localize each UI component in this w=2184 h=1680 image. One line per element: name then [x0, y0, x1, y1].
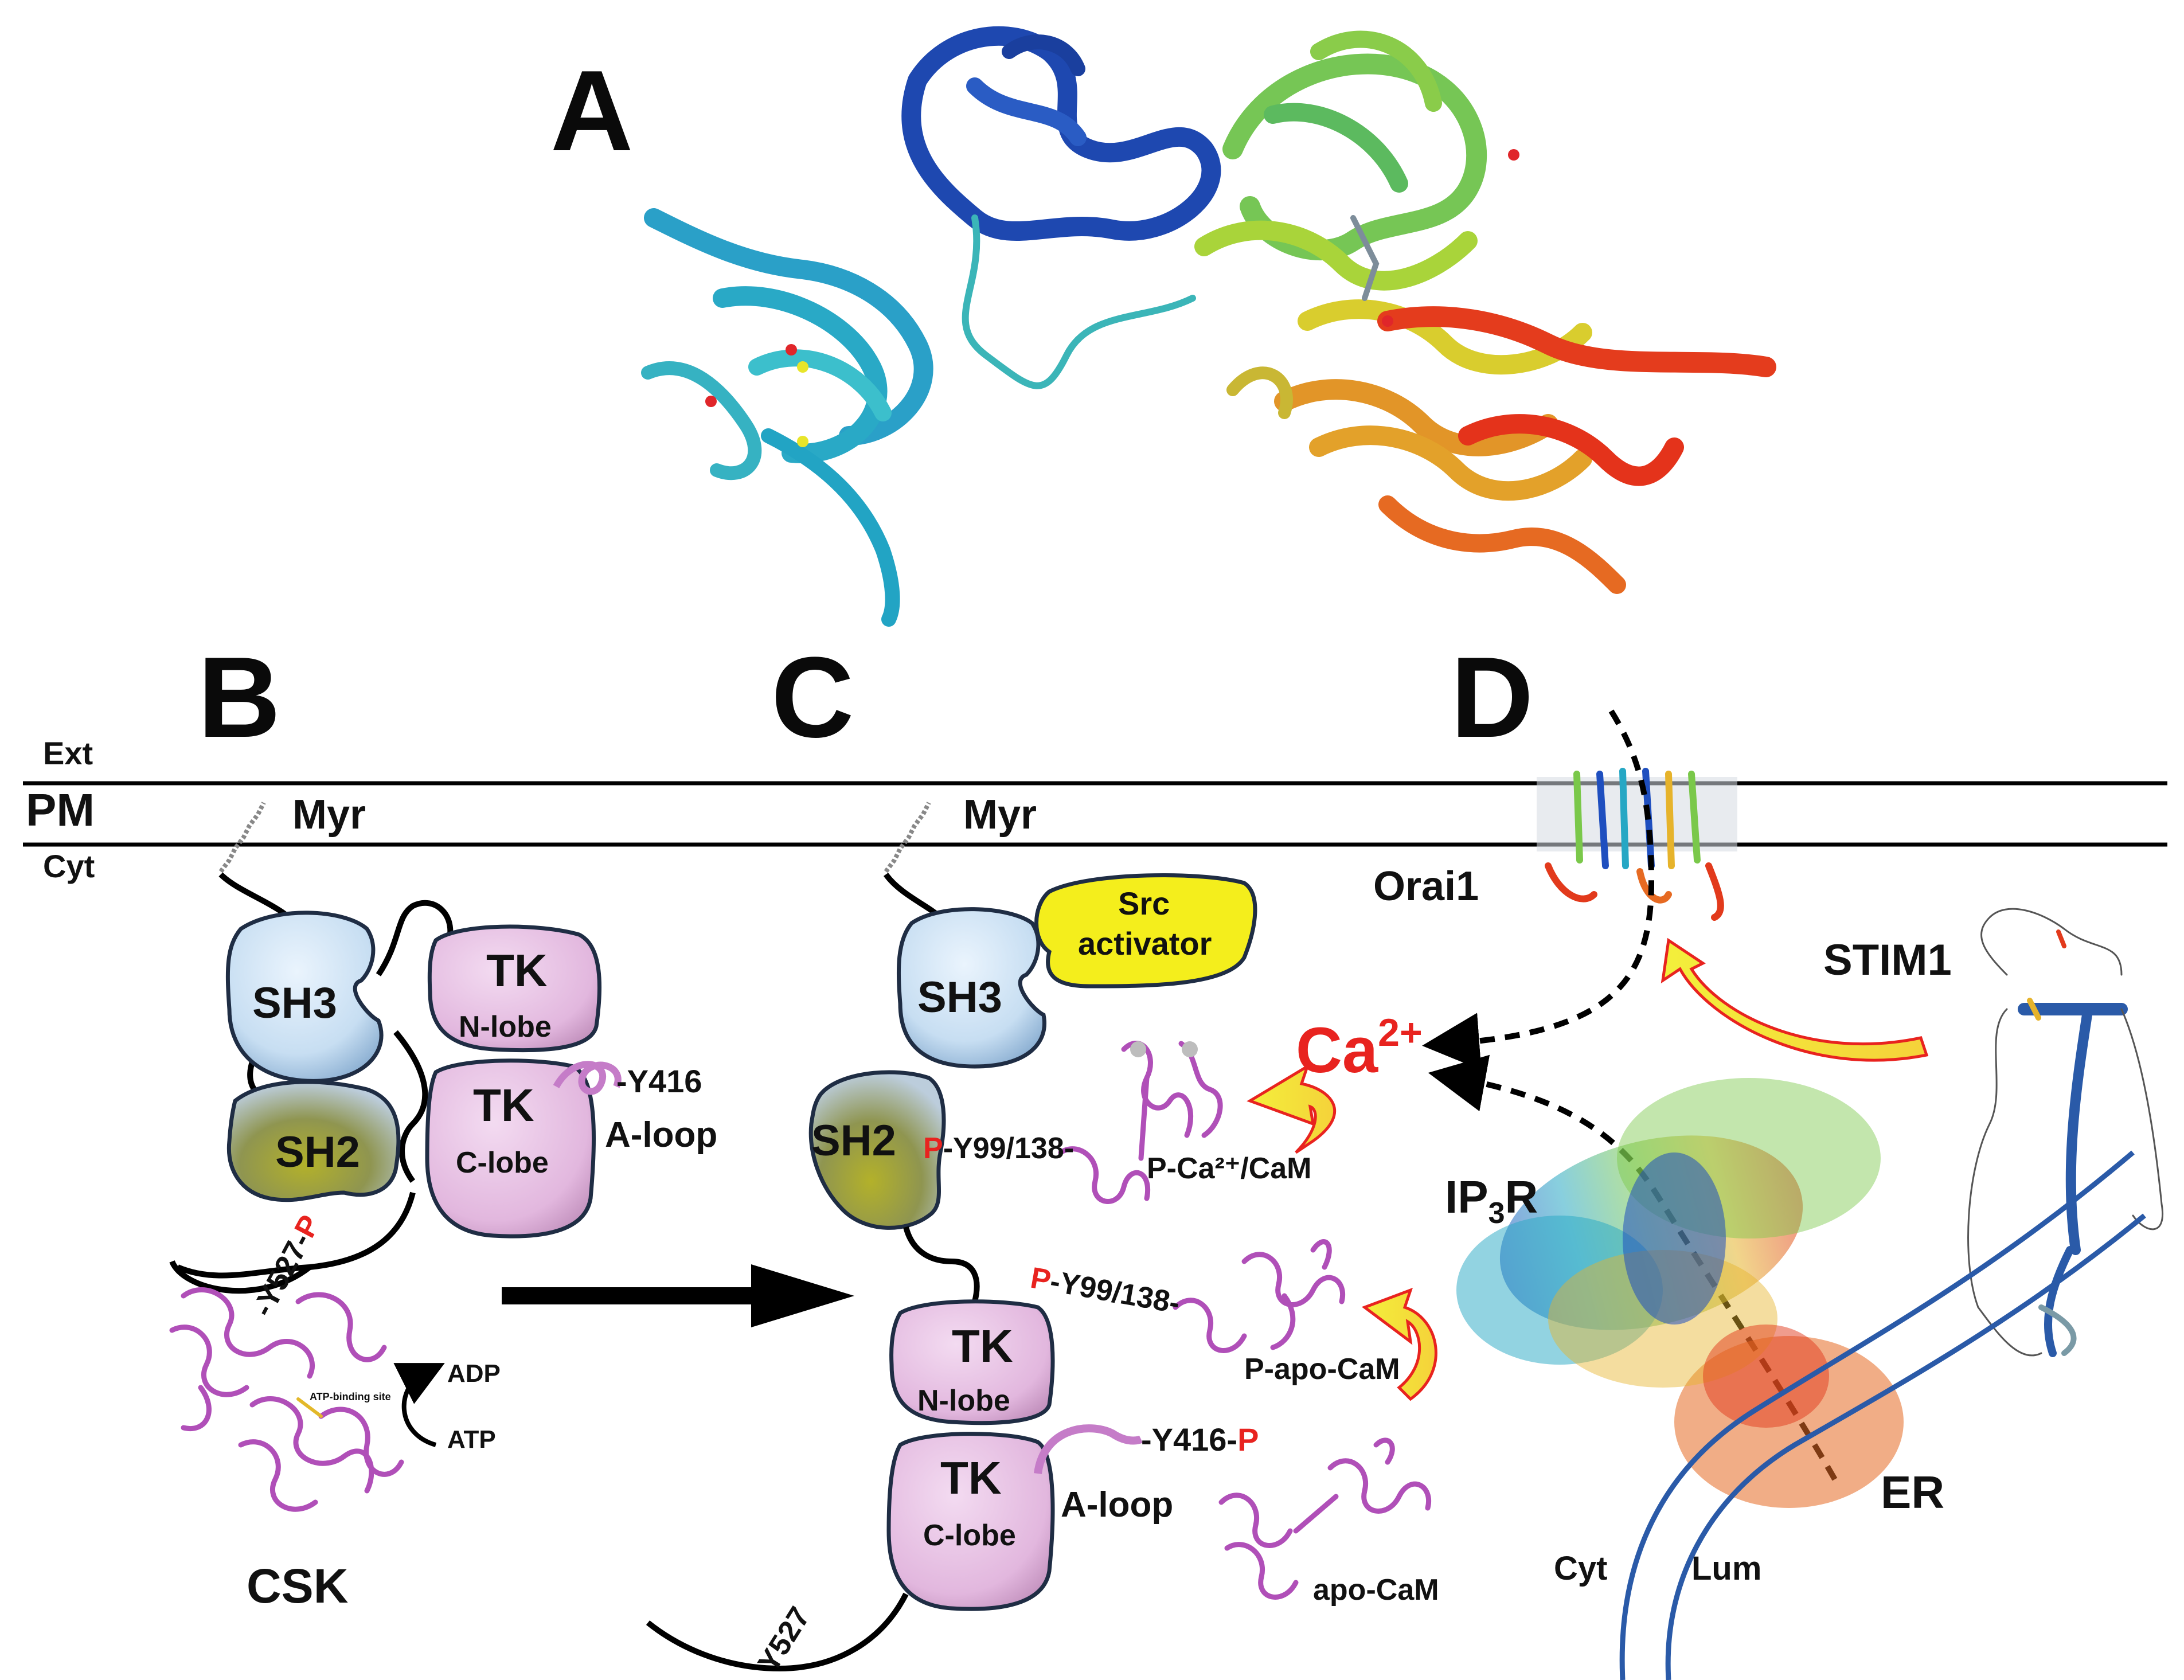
stim1-activation-arrow — [1661, 937, 1929, 1062]
stim1-structure — [1967, 908, 2163, 1357]
lum-label-d: Lum — [1691, 1550, 1761, 1587]
y99-label-2: P-Y99/138- — [1028, 1261, 1182, 1320]
atp-label: ATP — [447, 1425, 496, 1454]
ip3r-label: IP3R — [1445, 1171, 1538, 1230]
tk-c-sub-c: C-lobe — [923, 1519, 1016, 1552]
calcium-label: Ca2+ — [1296, 1011, 1423, 1086]
orai1-channel — [1537, 768, 1737, 921]
cyt-label-d: Cyt — [1554, 1550, 1607, 1587]
orai1-ca-influx-path — [1422, 709, 1655, 1070]
er-label: ER — [1881, 1467, 1944, 1518]
atp-site-label: ATP-binding site — [310, 1391, 391, 1402]
aloop-label-c: A-loop — [1061, 1485, 1173, 1525]
tk-n-sub-c: N-lobe — [917, 1384, 1010, 1417]
tk-c-lobe-c — [886, 1432, 1055, 1611]
aloop-label-b: A-loop — [605, 1115, 717, 1155]
n-terminal-linker-c — [883, 872, 943, 920]
p-ca-cam-label: P-Ca²⁺/CaM — [1147, 1152, 1311, 1185]
myr-label-c: Myr — [963, 792, 1037, 838]
src-activator-label-2: activator — [1078, 925, 1212, 962]
sh2-domain-c — [808, 1070, 946, 1230]
sh3-domain-b — [225, 911, 384, 1083]
tk-n-lobe-b — [427, 924, 602, 1053]
panel-label-c: C — [771, 634, 854, 761]
cyt-label: Cyt — [43, 848, 95, 884]
tk-n-sub-b: N-lobe — [459, 1010, 552, 1044]
tk-c-label-c: TK — [940, 1452, 1002, 1503]
phosphorylation-arrow-2 — [1361, 1287, 1437, 1401]
tk-n-label-b: TK — [486, 945, 548, 996]
apo-cam-label: apo-CaM — [1313, 1573, 1439, 1607]
activation-arrow — [502, 1264, 854, 1327]
p-ca-cam-structure — [1058, 1041, 1223, 1204]
a-loop-extended-c — [1034, 1424, 1143, 1475]
sh3-label-c: SH3 — [917, 973, 1002, 1022]
panel-label-b: B — [198, 634, 280, 761]
sh3-label-b: SH3 — [252, 979, 337, 1027]
myristoyl-chain-c — [884, 802, 931, 873]
csk-structure — [169, 1287, 404, 1512]
tk-c-lobe-b — [425, 1058, 596, 1238]
src-activator — [1034, 873, 1257, 989]
er-membrane-outer — [1619, 1150, 2135, 1680]
ip3r-structure — [1456, 1078, 1904, 1508]
atp-adp-arrow — [393, 1363, 445, 1447]
tk-n-label-c: TK — [952, 1320, 1013, 1372]
c-terminal-tail-b-curl — [169, 1260, 312, 1294]
sh2-label-c: SH2 — [811, 1116, 896, 1165]
ext-label: Ext — [43, 735, 93, 771]
myristoyl-chain-b — [218, 802, 266, 873]
sh2-kinase-linker-c — [903, 1226, 980, 1303]
sh2-label-b: SH2 — [275, 1128, 360, 1177]
panel-label-d: D — [1451, 634, 1533, 761]
sh2-domain-b — [226, 1080, 401, 1202]
adp-label: ADP — [447, 1359, 501, 1388]
y416-label-c: -Y416-P — [1141, 1421, 1259, 1458]
pm-label: PM — [26, 784, 95, 835]
panel-label-a: A — [550, 47, 633, 175]
p-apo-cam-label: P-apo-CaM — [1244, 1353, 1400, 1386]
plasma-membrane — [23, 781, 2167, 847]
stim1-label: STIM1 — [1823, 936, 1952, 984]
src-activator-label-1: Src — [1118, 885, 1170, 921]
er-membrane-inner — [1665, 1213, 2146, 1680]
orai1-label: Orai1 — [1373, 864, 1479, 909]
phosphorylation-arrow-1 — [1247, 1063, 1336, 1154]
a-loop-coil-b — [553, 1061, 622, 1095]
src-crystal-structure — [641, 26, 1776, 627]
c-terminal-tail-c — [646, 1592, 909, 1672]
y99-label-1: P-Y99/138- — [923, 1132, 1074, 1165]
apo-cam-structure — [1218, 1437, 1431, 1600]
y416-label-b: -Y416 — [616, 1063, 702, 1099]
tk-c-label-b: TK — [473, 1080, 534, 1131]
csk-label: CSK — [247, 1559, 348, 1613]
tk-n-lobe-c — [889, 1299, 1055, 1425]
myr-label-b: Myr — [292, 792, 366, 838]
tk-c-sub-b: C-lobe — [456, 1146, 549, 1179]
p-apo-cam-structure — [1173, 1239, 1345, 1353]
sh3-domain-c — [896, 907, 1046, 1069]
